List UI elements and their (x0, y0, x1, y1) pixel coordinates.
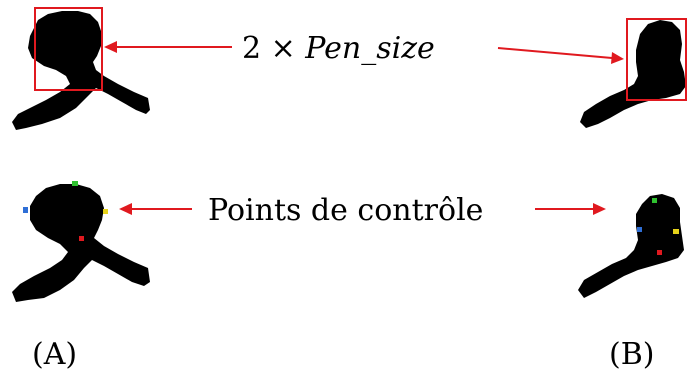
arrow-box-left (104, 41, 232, 53)
shape-b-top-blob (580, 20, 686, 128)
control-points-label: Points de contrôle (208, 193, 483, 228)
shape-a-top-blob (12, 11, 150, 130)
box-size-var: Pen_size (304, 31, 434, 66)
control-point-yellow-a (103, 209, 108, 214)
control-point-red-a (79, 236, 84, 241)
panel-b-label: (B) (609, 337, 654, 372)
control-point-green-a (72, 181, 78, 186)
panel-a-label: (A) (32, 337, 77, 372)
shape-a-top (12, 11, 150, 130)
shape-b-top (580, 20, 686, 128)
control-point-green-b (652, 198, 657, 203)
arrow-points-left (119, 203, 192, 215)
shape-a-bottom (12, 181, 150, 302)
shape-a-bottom-blob (12, 184, 150, 302)
control-point-blue-a (23, 207, 28, 213)
control-point-blue-b (637, 227, 642, 232)
control-point-yellow-b (673, 229, 679, 234)
box-size-prefix: 2 × (242, 31, 305, 66)
box-size-label: 2 × Pen_size (242, 31, 435, 66)
arrow-points-right (535, 203, 606, 215)
arrow-box-right (498, 48, 624, 64)
control-point-red-b (657, 250, 662, 255)
